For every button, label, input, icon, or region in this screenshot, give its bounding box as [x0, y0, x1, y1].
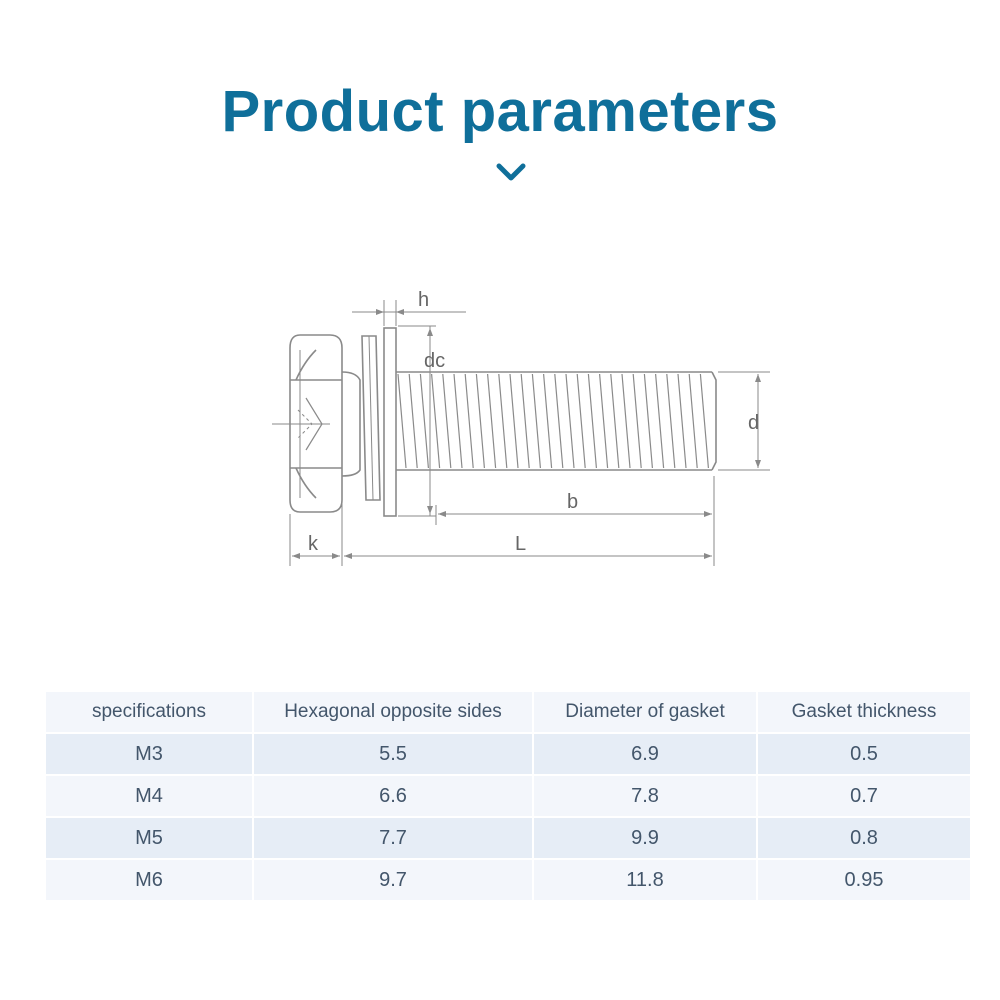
table-header-cell: Hexagonal opposite sides — [254, 692, 532, 732]
thread-line — [431, 373, 441, 469]
table-row: M4 6.6 7.8 0.7 — [46, 776, 970, 816]
page-title: Product parameters — [221, 79, 779, 144]
table-cell: M5 — [46, 818, 252, 858]
table-cell: 0.7 — [758, 776, 970, 816]
table-cell: 7.8 — [534, 776, 756, 816]
table-row: M5 7.7 9.9 0.8 — [46, 818, 970, 858]
thread-line — [554, 373, 564, 469]
table-cell: 5.5 — [254, 734, 532, 774]
table-header-cell: Diameter of gasket — [534, 692, 756, 732]
table-cell: 9.9 — [534, 818, 756, 858]
thread-line — [520, 373, 530, 469]
chevron-down-icon — [496, 163, 526, 181]
thread-line — [531, 373, 541, 469]
thread-line — [587, 373, 597, 469]
thread-line — [419, 373, 429, 469]
table-cell: 0.8 — [758, 818, 970, 858]
thread-line — [509, 373, 519, 469]
table-cell: M3 — [46, 734, 252, 774]
table-cell: M6 — [46, 860, 252, 900]
thread-line — [632, 373, 642, 469]
label-dc: dc — [424, 350, 445, 372]
thread-line — [487, 373, 497, 469]
table-cell: 7.7 — [254, 818, 532, 858]
table-cell: 0.5 — [758, 734, 970, 774]
thread-line — [643, 373, 653, 469]
hex-head — [289, 334, 343, 513]
thread-line — [599, 373, 609, 469]
thread-line — [453, 373, 463, 469]
table-cell: 9.7 — [254, 860, 532, 900]
table-cell: 6.9 — [534, 734, 756, 774]
table-header-cell: specifications — [46, 692, 252, 732]
label-b: b — [567, 491, 578, 513]
thread-line — [576, 373, 586, 469]
thread-line — [498, 373, 508, 469]
thread-line — [408, 373, 418, 469]
table-cell: 0.95 — [758, 860, 970, 900]
table-row: M6 9.7 11.8 0.95 — [46, 860, 970, 900]
thread-line — [699, 373, 709, 469]
spring-washer — [361, 335, 381, 501]
table-header-row: specifications Hexagonal opposite sides … — [46, 692, 970, 732]
thread-line — [397, 373, 407, 469]
thread-line — [610, 373, 620, 469]
screw-diagram: h dc d b k L — [272, 290, 770, 566]
thread-line — [464, 373, 474, 469]
label-h: h — [418, 290, 429, 311]
table-header-cell: Gasket thickness — [758, 692, 970, 732]
thread-line — [677, 373, 687, 469]
thread-line — [621, 373, 631, 469]
thread-line — [475, 373, 485, 469]
flat-washer — [383, 327, 397, 517]
thread-line — [655, 373, 665, 469]
thread-line — [442, 373, 452, 469]
thread-line — [543, 373, 553, 469]
label-k: k — [308, 533, 319, 555]
table-cell: 6.6 — [254, 776, 532, 816]
thread-line — [688, 373, 698, 469]
table-row: M3 5.5 6.9 0.5 — [46, 734, 970, 774]
table-cell: M4 — [46, 776, 252, 816]
thread-line — [666, 373, 676, 469]
thread-line — [565, 373, 575, 469]
spec-table: specifications Hexagonal opposite sides … — [44, 690, 972, 902]
table-cell: 11.8 — [534, 860, 756, 900]
label-L: L — [515, 533, 526, 555]
label-d: d — [748, 412, 759, 434]
